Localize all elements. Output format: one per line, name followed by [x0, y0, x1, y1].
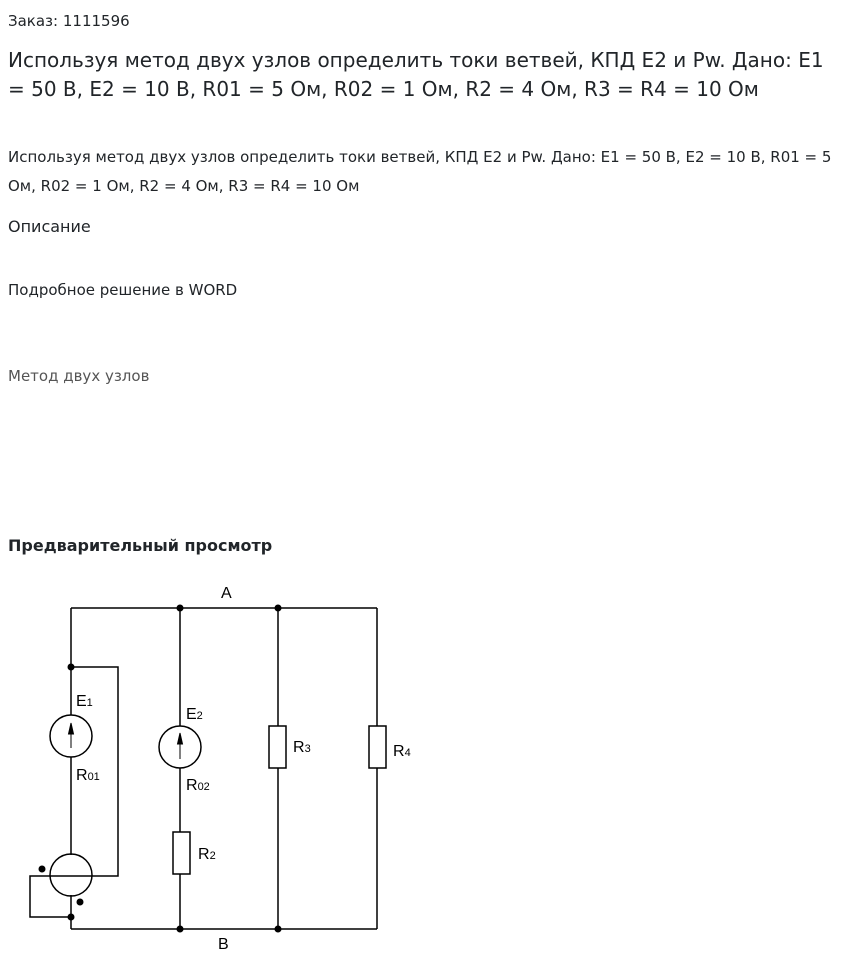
switch-loop-wire	[29, 666, 119, 918]
description-text: Подробное решение в WORD	[8, 281, 238, 299]
node-dot-switch-top	[67, 663, 75, 671]
r01-label: R01	[76, 767, 100, 784]
r3-resistor-icon	[268, 725, 287, 769]
switch-contact-dot-left	[38, 865, 46, 873]
page-subtitle: Используя метод двух узлов определить то…	[8, 148, 832, 195]
r3-label: R3	[293, 739, 311, 756]
r2-resistor-icon	[172, 831, 191, 875]
order-number-line: Заказ: 1111596	[8, 10, 130, 32]
switch-contact-dot-right	[76, 898, 84, 906]
order-number: 1111596	[62, 12, 130, 30]
node-dot-switch-bottom	[67, 913, 75, 921]
order-label: Заказ:	[8, 12, 59, 30]
e1-label: E1	[76, 693, 93, 710]
e1-arrow-icon	[67, 722, 75, 735]
node-dot-bottom-branch3	[274, 925, 282, 933]
circuit-diagram: A B E1 R01 E2 R02 R2 R3 R4	[29, 585, 411, 953]
node-label-a: A	[221, 585, 232, 602]
node-dot-top-branch3	[274, 604, 282, 612]
r02-label: R02	[186, 777, 210, 794]
node-dot-bottom-branch2	[176, 925, 184, 933]
category-link[interactable]: Метод двух узлов	[8, 367, 150, 385]
e2-label: E2	[186, 706, 203, 723]
page-title: Используя метод двух узлов определить то…	[8, 48, 824, 101]
preview-heading: Предварительный просмотр	[8, 536, 273, 555]
description-heading: Описание	[8, 217, 91, 236]
node-dot-top-branch2	[176, 604, 184, 612]
switch-icon	[49, 853, 93, 897]
r4-label: R4	[393, 743, 411, 760]
r4-resistor-icon	[368, 725, 387, 769]
e2-arrow-icon	[176, 732, 184, 745]
node-label-b: B	[218, 936, 229, 953]
r2-label: R2	[198, 846, 216, 863]
